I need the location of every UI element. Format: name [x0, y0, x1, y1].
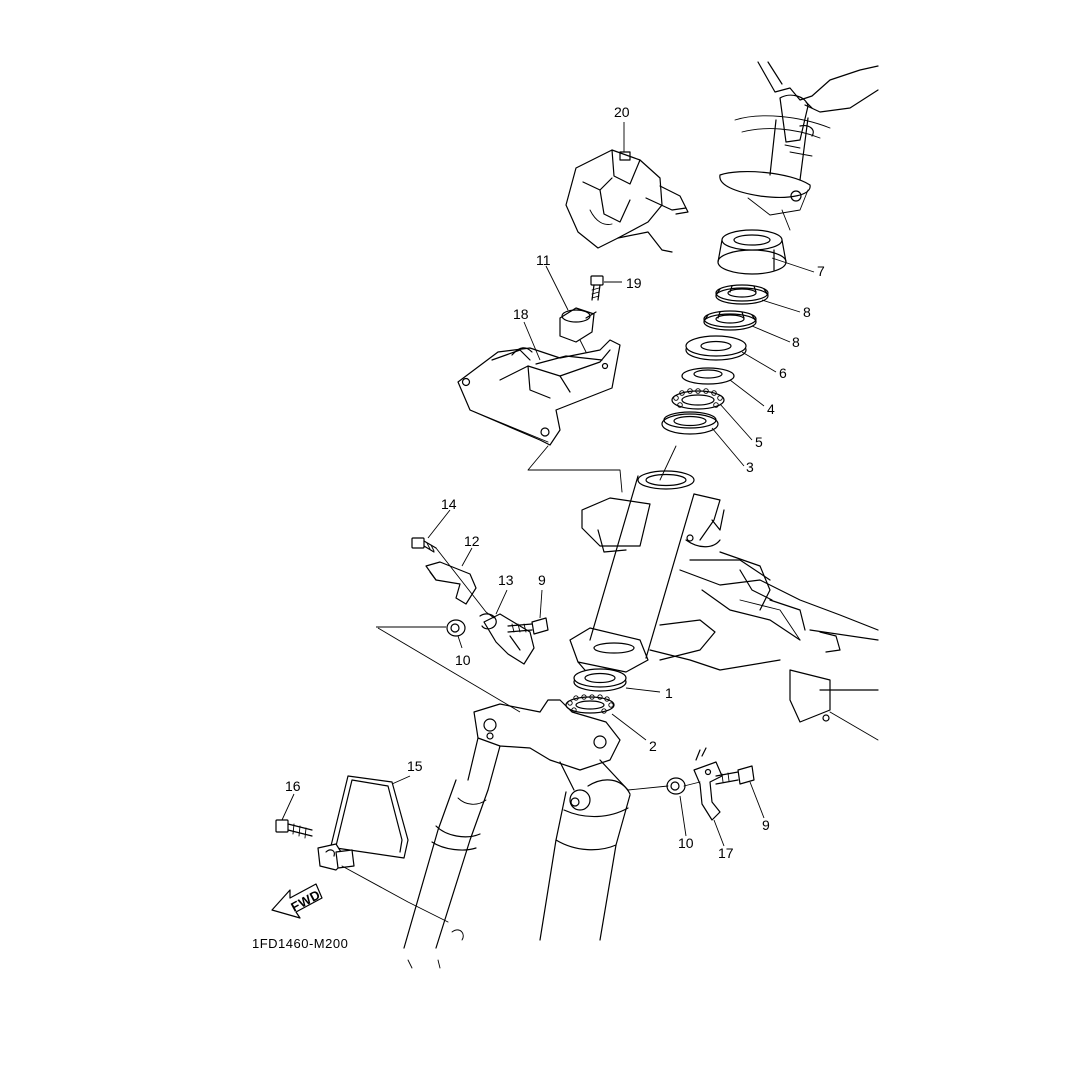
callout-18: 18	[513, 306, 529, 322]
callout-5: 5	[755, 434, 763, 450]
race-part-1	[573, 668, 627, 692]
collar-part-7	[717, 229, 787, 275]
bracket-part-18	[457, 339, 621, 446]
washer-part-6	[685, 335, 747, 361]
ring-nut-part-8-lower	[703, 310, 757, 331]
callout-4: 4	[767, 401, 775, 417]
fwd-arrow-icon: FWD	[271, 883, 323, 919]
frame-steering-head	[569, 470, 879, 741]
screw-part-19	[590, 275, 604, 301]
callout-19: 19	[626, 275, 642, 291]
bolt-part-16	[275, 819, 313, 839]
callout-labels: 20 7 8 8 6 4 5 3 11 19 18 14 12 13 9 10 …	[285, 104, 825, 861]
upper-bracket-assembly	[719, 61, 879, 231]
callout-15: 15	[407, 758, 423, 774]
diagram-code: 1FD1460-M200	[252, 936, 348, 951]
callout-13: 13	[498, 572, 514, 588]
bolt-part-14	[411, 537, 437, 553]
callout-9: 9	[538, 572, 546, 588]
callout-8: 8	[792, 334, 800, 350]
race-part-4	[681, 367, 735, 385]
callout-10: 10	[678, 835, 694, 851]
callout-11: 11	[536, 252, 551, 268]
ring-nut-part-8-upper	[715, 284, 769, 305]
callout-9: 9	[762, 817, 770, 833]
bracket-part-17	[693, 747, 723, 821]
under-bracket-forks	[403, 699, 631, 969]
collar-part-10-lower	[666, 777, 686, 795]
callout-7: 7	[817, 263, 825, 279]
callout-10: 10	[455, 652, 471, 668]
callout-17: 17	[718, 845, 734, 861]
holder-part-12	[425, 561, 477, 605]
bolt-part-9-lower	[715, 765, 755, 785]
clamp-part-11	[559, 307, 597, 343]
guide-part-13	[479, 613, 535, 665]
cover-part-20	[565, 149, 689, 253]
bolt-part-9-upper	[507, 617, 549, 635]
callout-3: 3	[746, 459, 754, 475]
callout-1: 1	[665, 685, 673, 701]
leader-lines	[281, 122, 815, 847]
bearing-part-5	[671, 388, 725, 410]
race-part-3	[661, 411, 719, 435]
callout-2: 2	[649, 738, 657, 754]
callout-20: 20	[614, 104, 630, 120]
callout-16: 16	[285, 778, 301, 794]
bearing-part-2	[565, 694, 615, 714]
callout-14: 14	[441, 496, 457, 512]
callout-6: 6	[779, 365, 787, 381]
cable-guide-part-15	[317, 775, 409, 871]
collar-part-10-upper	[446, 619, 466, 637]
callout-8: 8	[803, 304, 811, 320]
callout-12: 12	[464, 533, 480, 549]
